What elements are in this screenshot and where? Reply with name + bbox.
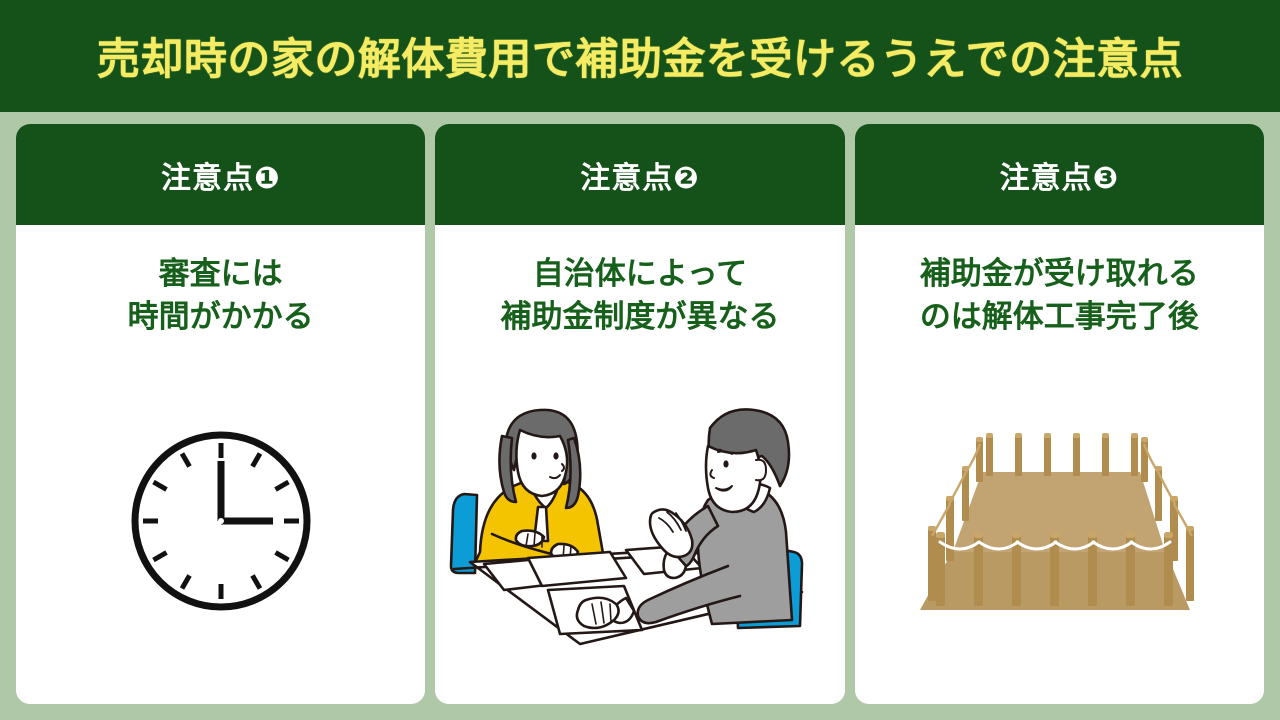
- clock-icon: [131, 431, 311, 611]
- card-2-header-label: 注意点❷: [580, 161, 700, 195]
- header-banner: 売却時の家の解体費用で補助金を受けるうえでの注意点: [0, 0, 1280, 112]
- card-3-body: 補助金が受け取れる のは解体工事完了後: [854, 225, 1264, 704]
- consultation-meeting-illustration: [449, 407, 804, 646]
- card-3-header-label: 注意点❸: [999, 161, 1120, 195]
- cards-row: 注意点❶ 審査には 時間がかかる: [16, 124, 1264, 704]
- card-1-illustration: [16, 339, 425, 704]
- card-1-header-label: 注意点❶: [160, 161, 281, 195]
- card-3-text: 補助金が受け取れる のは解体工事完了後: [919, 256, 1199, 334]
- page-title: 売却時の家の解体費用で補助金を受けるうえでの注意点: [96, 36, 1184, 84]
- card-notice-3: 注意点❸ 補助金が受け取れる のは解体工事完了後: [854, 124, 1264, 704]
- card-2-body: 自治体によって 補助金制度が異なる: [435, 225, 845, 704]
- fence-rope-side: [931, 443, 982, 537]
- fence-post-front-row: [936, 535, 1174, 606]
- fence-rope-front: [938, 540, 1172, 551]
- card-3-header: 注意点❸: [854, 124, 1264, 225]
- card-1-header: 注意点❶: [16, 124, 426, 225]
- card-notice-1: 注意点❶ 審査には 時間がかかる: [16, 124, 426, 704]
- card-2-illustration: [435, 339, 844, 704]
- fence-post-back-row: [986, 435, 1139, 476]
- card-2-header: 注意点❷: [435, 124, 845, 225]
- card-3-illustration: [855, 339, 1264, 704]
- card-1-text: 審査には 時間がかかる: [127, 256, 314, 334]
- vacant-lot-with-rope-fence-illustration: [920, 432, 1195, 610]
- card-2-text: 自治体によって 補助金制度が異なる: [500, 256, 780, 334]
- card-notice-2: 注意点❷ 自治体によって 補助金制度が異なる: [435, 124, 845, 704]
- card-1-body: 審査には 時間がかかる: [16, 225, 426, 704]
